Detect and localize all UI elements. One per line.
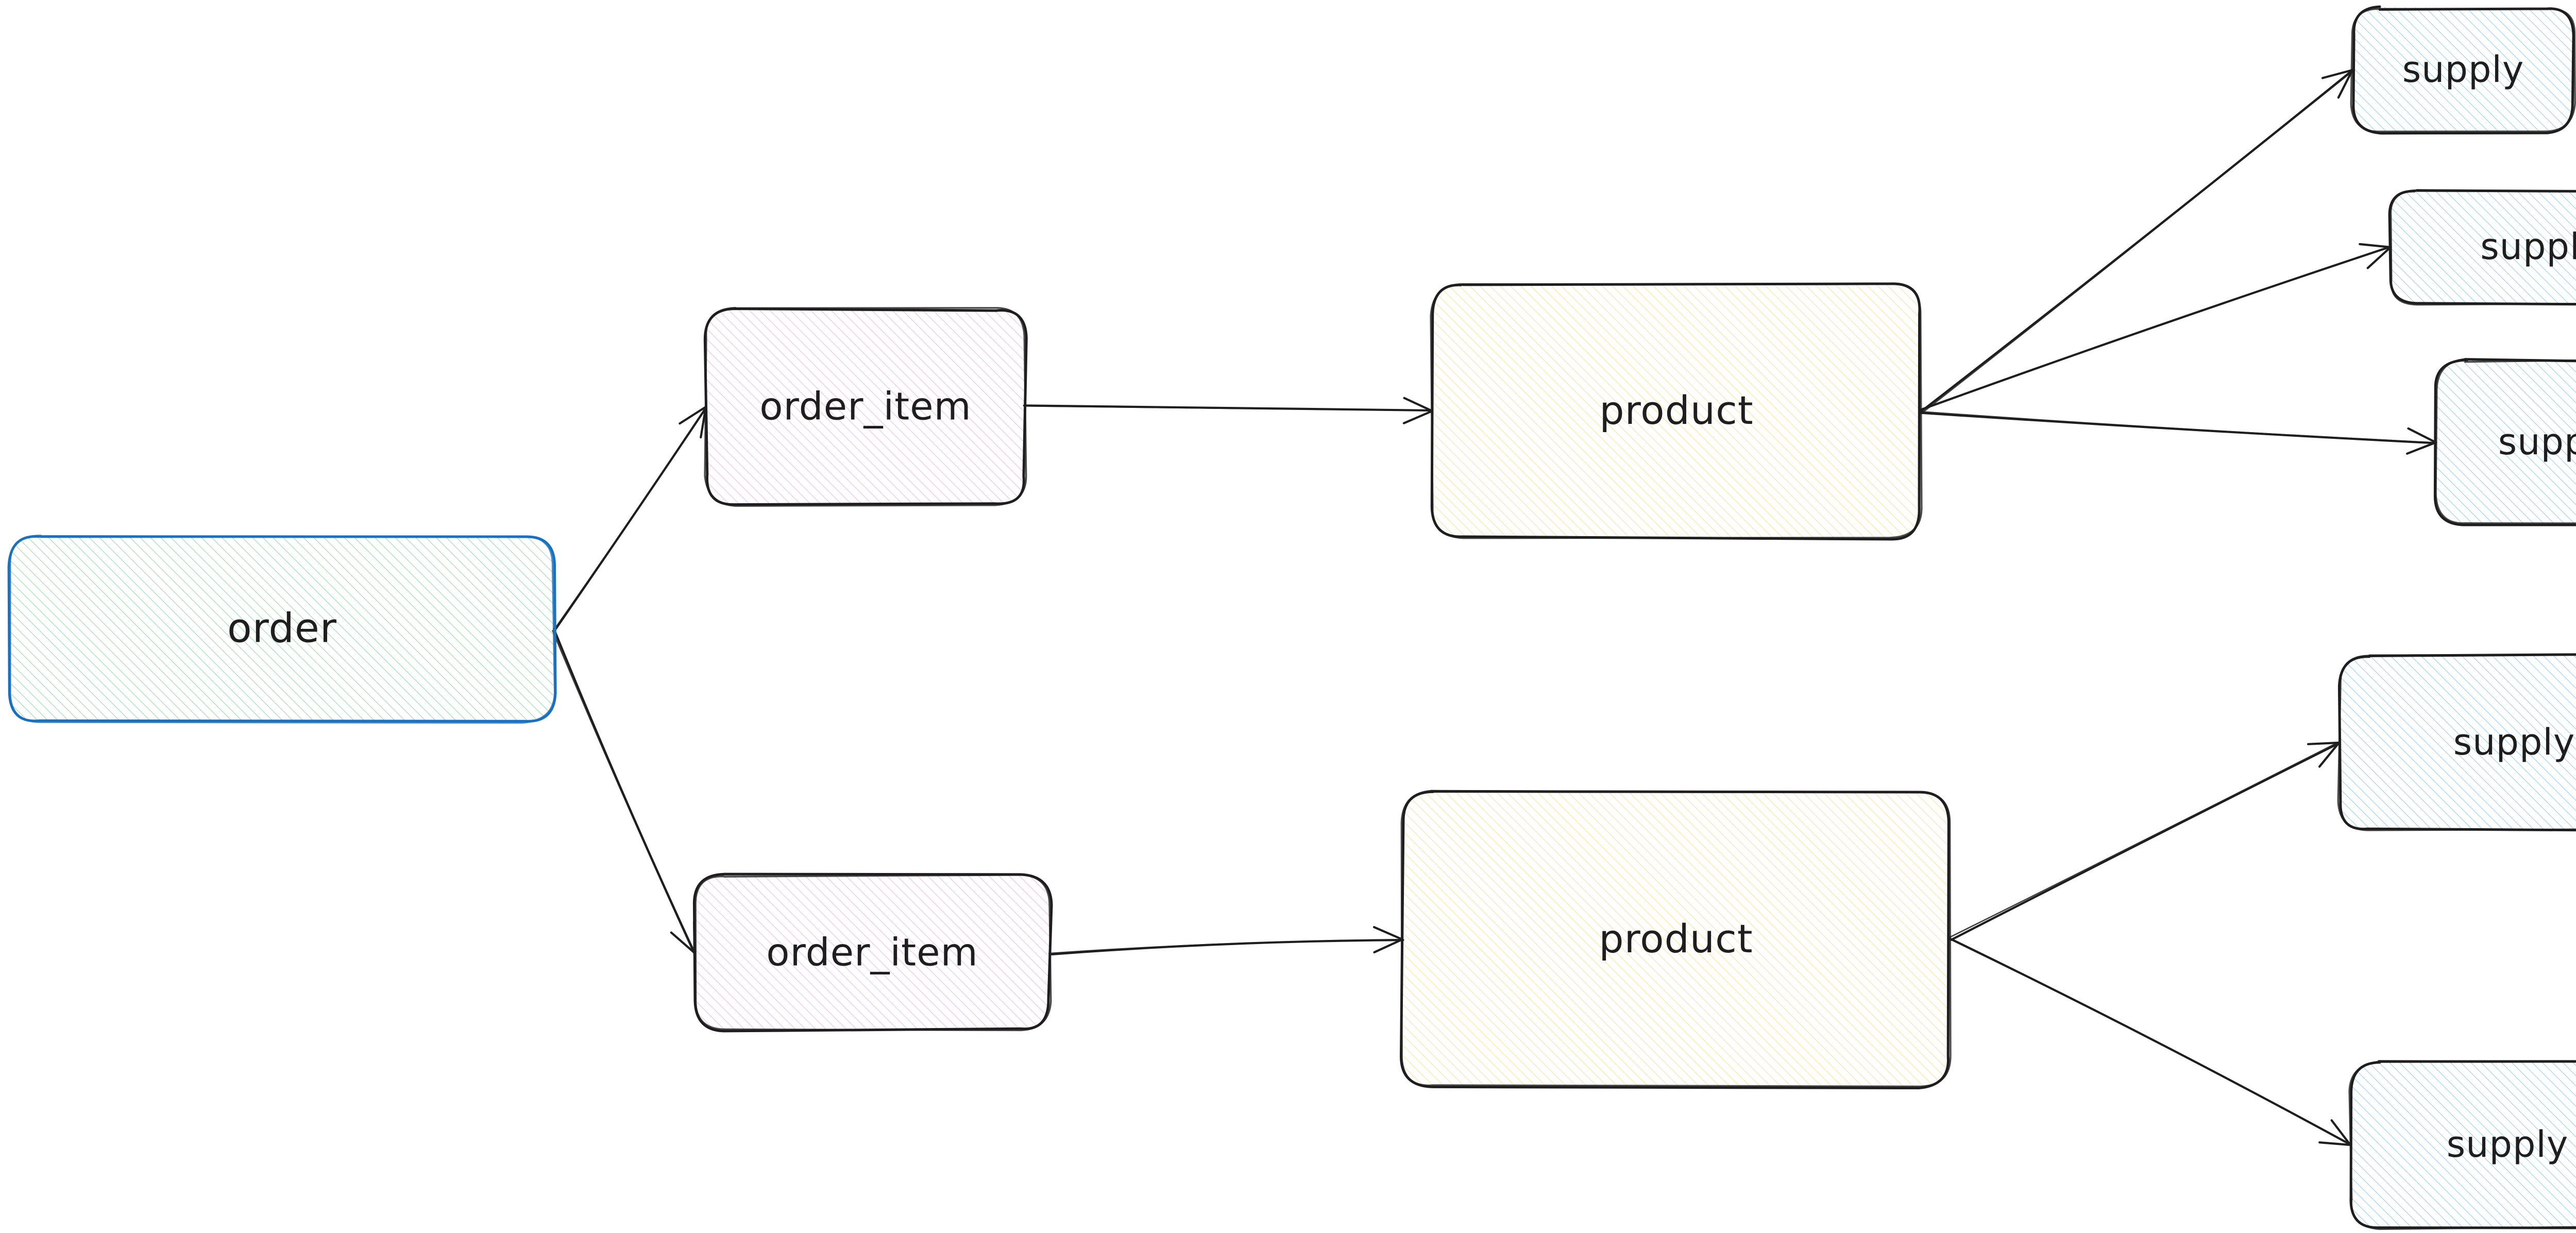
edge-line-e2 — [552, 630, 695, 954]
edge-arrowhead-e5 — [2337, 68, 2354, 99]
node-outline-supply_t1 — [2352, 5, 2575, 135]
edge-arrowhead-e6 — [2366, 246, 2392, 269]
node-fill-supply_b2 — [2350, 1061, 2576, 1229]
edge-arrowhead-e4 — [1373, 938, 1404, 954]
edge-line-e4 — [1048, 939, 1403, 954]
edge-line-e8 — [1948, 741, 2340, 938]
node-fill-supply_t3 — [2437, 360, 2576, 524]
edge-arrowhead-e6 — [2359, 243, 2392, 249]
node-label-supply_t2: supply — [2480, 226, 2576, 268]
edge-line-e2 — [552, 627, 696, 954]
node-outline-product_bottom — [1400, 790, 1952, 1088]
edge-e7[interactable] — [1918, 411, 2437, 455]
edge-arrowhead-e7 — [2407, 427, 2437, 444]
node-label-product_bottom: product — [1599, 916, 1753, 962]
node-fill-supply_t2 — [2389, 191, 2576, 305]
edge-e1[interactable] — [553, 405, 707, 631]
edge-arrowhead-e8 — [2307, 741, 2341, 745]
node-order_item_top[interactable]: order_item — [703, 306, 1028, 507]
node-fill-order — [10, 535, 554, 723]
node-outline-order_item_bottom — [694, 874, 1052, 1032]
node-outline-product_bottom — [1399, 790, 1950, 1090]
edge-layer — [552, 68, 2437, 1146]
edge-arrowhead-e7 — [2406, 441, 2437, 455]
node-product_top[interactable]: product — [1430, 282, 1923, 541]
node-outline-product_top — [1430, 283, 1923, 539]
edge-arrowhead-e3 — [1402, 409, 1434, 424]
edge-line-e6 — [1919, 246, 2391, 411]
node-outline-supply_b2 — [2348, 1060, 2576, 1230]
node-supply_b2[interactable]: supply — [2348, 1060, 2576, 1230]
node-supply_t1[interactable]: supply — [2350, 5, 2576, 135]
node-outline-supply_b1 — [2337, 654, 2576, 831]
edge-e9[interactable] — [1948, 937, 2352, 1146]
edge-line-e9 — [1951, 938, 2352, 1145]
node-fill-product_top — [1431, 283, 1922, 539]
node-product_bottom[interactable]: product — [1399, 790, 1952, 1090]
edge-line-e5 — [1920, 69, 2354, 413]
edge-e3[interactable] — [1023, 397, 1434, 424]
node-layer: orderorder_itemorder_itemproductproducts… — [7, 5, 2576, 1230]
node-fill-supply_t1 — [2352, 7, 2575, 132]
node-fill-supply_b1 — [2338, 654, 2576, 831]
node-outline-supply_t1 — [2350, 8, 2576, 132]
node-supply_b1[interactable]: supply — [2337, 653, 2576, 832]
node-fill-order_item_top — [706, 309, 1026, 506]
node-supply_t3[interactable]: supply — [2433, 358, 2576, 526]
node-label-supply_b1: supply — [2453, 721, 2575, 763]
node-fill-product_bottom — [1402, 792, 1951, 1087]
node-label-order_item_bottom: order_item — [766, 931, 978, 975]
node-label-supply_t1: supply — [2402, 48, 2524, 91]
node-order_item_bottom[interactable]: order_item — [692, 872, 1053, 1033]
node-label-supply_b2: supply — [2447, 1123, 2569, 1166]
edge-line-e9 — [1948, 937, 2352, 1146]
edge-line-e3 — [1025, 405, 1434, 412]
edge-e6[interactable] — [1919, 243, 2392, 412]
edge-e8[interactable] — [1948, 741, 2341, 941]
edge-arrowhead-e8 — [2318, 741, 2341, 768]
edge-e5[interactable] — [1920, 68, 2354, 414]
node-label-product_top: product — [1599, 387, 1753, 433]
node-outline-supply_b2 — [2349, 1060, 2576, 1229]
edge-arrowhead-e5 — [2321, 68, 2354, 79]
edge-arrowhead-e2 — [670, 931, 696, 954]
node-label-order: order — [227, 605, 337, 652]
edge-arrowhead-e9 — [2318, 1141, 2352, 1146]
edge-arrowhead-e1 — [679, 405, 707, 425]
edge-line-e7 — [1921, 411, 2437, 443]
node-outline-order_item_bottom — [692, 872, 1053, 1033]
edge-arrowhead-e3 — [1403, 397, 1434, 413]
node-fill-order_item_bottom — [694, 874, 1050, 1031]
node-order[interactable]: order — [7, 535, 557, 724]
node-label-supply_t3: supply — [2498, 421, 2576, 463]
node-outline-supply_t3 — [2433, 358, 2576, 526]
edge-line-e5 — [1921, 70, 2354, 414]
edge-line-e1 — [553, 406, 707, 630]
node-outline-supply_t3 — [2435, 358, 2576, 524]
edge-arrowhead-e4 — [1372, 926, 1404, 941]
node-outline-supply_t2 — [2389, 189, 2576, 306]
edge-e4[interactable] — [1048, 926, 1404, 955]
node-supply_t2[interactable]: supply — [2388, 189, 2576, 306]
edge-arrowhead-e9 — [2330, 1119, 2352, 1146]
node-outline-order_item_top — [704, 306, 1027, 507]
node-outline-order — [9, 535, 556, 724]
edge-e2[interactable] — [552, 627, 696, 954]
edge-line-e8 — [1950, 742, 2341, 941]
node-label-order_item_top: order_item — [759, 385, 972, 429]
edge-line-e4 — [1050, 939, 1404, 955]
